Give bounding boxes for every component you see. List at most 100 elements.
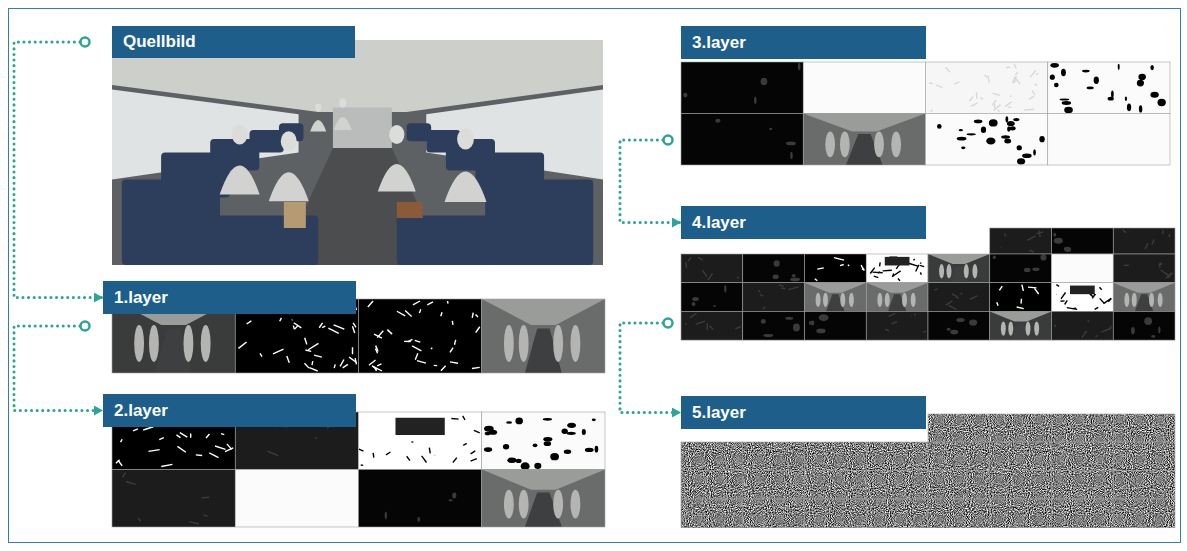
thumb-mark: [781, 287, 785, 289]
thumb-figure: [553, 490, 563, 519]
thumb-mark: [405, 311, 412, 317]
layer-header: 4.layer: [681, 206, 926, 239]
noise-map: [990, 442, 1052, 471]
thumb-figure: [504, 490, 514, 519]
thumb-mark: [920, 265, 924, 266]
thumb-blob: [989, 119, 998, 126]
thumb-blob: [798, 63, 801, 71]
figure-body: [269, 172, 309, 201]
noise-map: [928, 471, 990, 500]
connector-origin: [664, 319, 673, 328]
header-text: 5.layer: [681, 403, 746, 423]
thumb-border: [1113, 228, 1175, 254]
thumb-ground: [1113, 254, 1175, 283]
thumb-ground: [990, 228, 1052, 254]
thumb-border: [743, 471, 805, 500]
thumb-blob: [966, 133, 975, 135]
thumb-border: [805, 283, 867, 312]
thumb-mark: [999, 247, 1001, 249]
thumb-figure: [134, 325, 144, 362]
thumb-border: [990, 414, 1052, 442]
thumb-mark: [914, 259, 915, 260]
header-text: 1.layer: [103, 288, 168, 308]
thumb-border: [1052, 499, 1114, 528]
thumb-blob: [544, 441, 551, 446]
thumb-figure: [823, 293, 828, 307]
thumb-blob: [950, 330, 958, 335]
thumb-mark: [1124, 265, 1129, 267]
thumb-border: [926, 114, 1048, 166]
thumb-blob: [385, 512, 387, 519]
thumb-blob: [1070, 286, 1095, 295]
thumb-mark: [1095, 335, 1097, 337]
feature-map: [1113, 254, 1175, 283]
thumb-ground: [928, 254, 990, 283]
thumb-mark: [143, 427, 153, 430]
thumb-ground: [681, 283, 743, 312]
thumb-figure: [519, 325, 529, 362]
thumb-border: [1113, 442, 1175, 471]
header-text: 2.layer: [103, 401, 168, 421]
thumb-mark: [225, 448, 233, 452]
connector-line: [620, 323, 681, 413]
thumb-border: [928, 283, 990, 312]
thumb-blob: [1032, 267, 1039, 271]
feature-map: [1113, 499, 1175, 528]
thumb-mark: [322, 326, 325, 328]
tray-shape: [397, 202, 423, 218]
thumb-ground: [743, 311, 805, 340]
thumb-figure: [902, 293, 907, 307]
thumb-mark: [441, 366, 446, 371]
thumb-figure: [874, 132, 884, 158]
thumb-blob: [1094, 77, 1099, 84]
feature-map: [928, 499, 990, 528]
thumb-ground: [866, 254, 928, 283]
thumb-blob: [724, 285, 726, 293]
thumb-blob: [564, 450, 571, 454]
thumb-mark: [260, 353, 262, 356]
thumb-mark: [376, 346, 378, 352]
feature-map: [359, 470, 482, 528]
thumb-ground: [359, 470, 482, 528]
thumb-mark: [735, 326, 740, 328]
thumb-blob: [595, 446, 599, 453]
thumb-border: [1052, 471, 1114, 500]
noise-map: [681, 499, 743, 528]
thumb-blob: [1108, 97, 1114, 101]
thumb-mark: [1101, 328, 1111, 332]
thumb-mark: [1005, 102, 1012, 107]
thumb-blob: [816, 329, 825, 334]
thumb-mark: [1152, 239, 1154, 244]
thumb-blob: [1158, 326, 1160, 333]
thumb-ground: [866, 311, 928, 340]
feature-map: [743, 254, 805, 283]
thumb-mark: [707, 323, 708, 330]
thumb-mark: [221, 434, 224, 435]
thumb-figure: [972, 264, 977, 278]
feature-map: [681, 442, 743, 471]
thumb-blob: [1017, 145, 1022, 150]
thumb-blob: [507, 457, 516, 463]
feature-map: [1052, 442, 1114, 471]
thumb-figure: [825, 132, 835, 158]
thumb-border: [990, 254, 1052, 283]
thumb-mark: [976, 92, 978, 99]
thumb-ground: [743, 254, 805, 283]
thumb-mark: [374, 334, 382, 338]
source-image: [112, 40, 603, 265]
thumb-blob: [1022, 153, 1032, 158]
thumb-mark: [971, 103, 977, 107]
thumb-blob: [993, 256, 996, 260]
thumb-mark: [760, 294, 763, 296]
thumb-mark: [177, 446, 185, 452]
thumb-border: [928, 254, 990, 283]
thumb-blob: [885, 257, 910, 266]
connector-origin: [81, 38, 90, 47]
thumb-blob: [534, 463, 541, 469]
thumb-mark: [161, 464, 172, 466]
thumb-figure: [201, 325, 211, 362]
feature-map: [990, 311, 1052, 340]
thumb-blob: [452, 493, 456, 499]
thumb-mark: [1014, 76, 1016, 83]
